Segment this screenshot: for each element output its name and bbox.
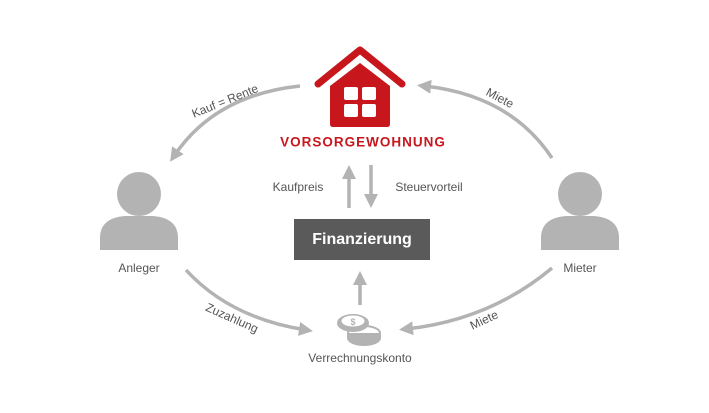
verrechnungskonto-label: Verrechnungskonto: [308, 351, 412, 365]
house-title: VORSORGEWOHNUNG: [280, 134, 446, 150]
mieter-label: Mieter: [563, 261, 597, 275]
house-icon: [314, 46, 406, 127]
kaufpreis-label: Kaufpreis: [272, 180, 324, 194]
anleger-label: Anleger: [118, 261, 160, 275]
arrow-miete-bottom: [399, 266, 554, 336]
anleger-person-icon: [100, 172, 178, 250]
svg-text:$: $: [350, 317, 355, 327]
mieter-person-icon: [541, 172, 619, 250]
arrow-zuzahlung: [184, 268, 313, 336]
steuervorteil-label: Steuervorteil: [395, 180, 463, 194]
arrow-miete-top: [417, 79, 554, 159]
arrow-kauf-rente: [170, 84, 301, 162]
finanzierung-box: Finanzierung: [294, 219, 430, 260]
coins-icon: $: [337, 314, 381, 346]
